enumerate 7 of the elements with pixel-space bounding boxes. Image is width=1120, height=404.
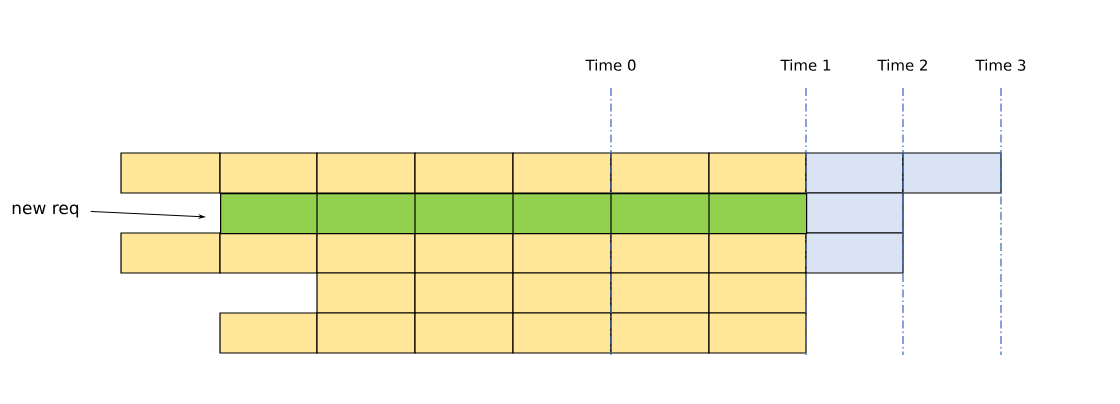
time-label: Time 2 <box>877 59 927 71</box>
request-bar <box>220 192 808 235</box>
annotation-text: new req <box>12 204 79 218</box>
arrow <box>90 210 205 219</box>
time-label: Time 0 <box>585 59 636 71</box>
time-label: Time 1 <box>780 59 831 71</box>
time-label: Time 3 <box>975 59 1026 71</box>
